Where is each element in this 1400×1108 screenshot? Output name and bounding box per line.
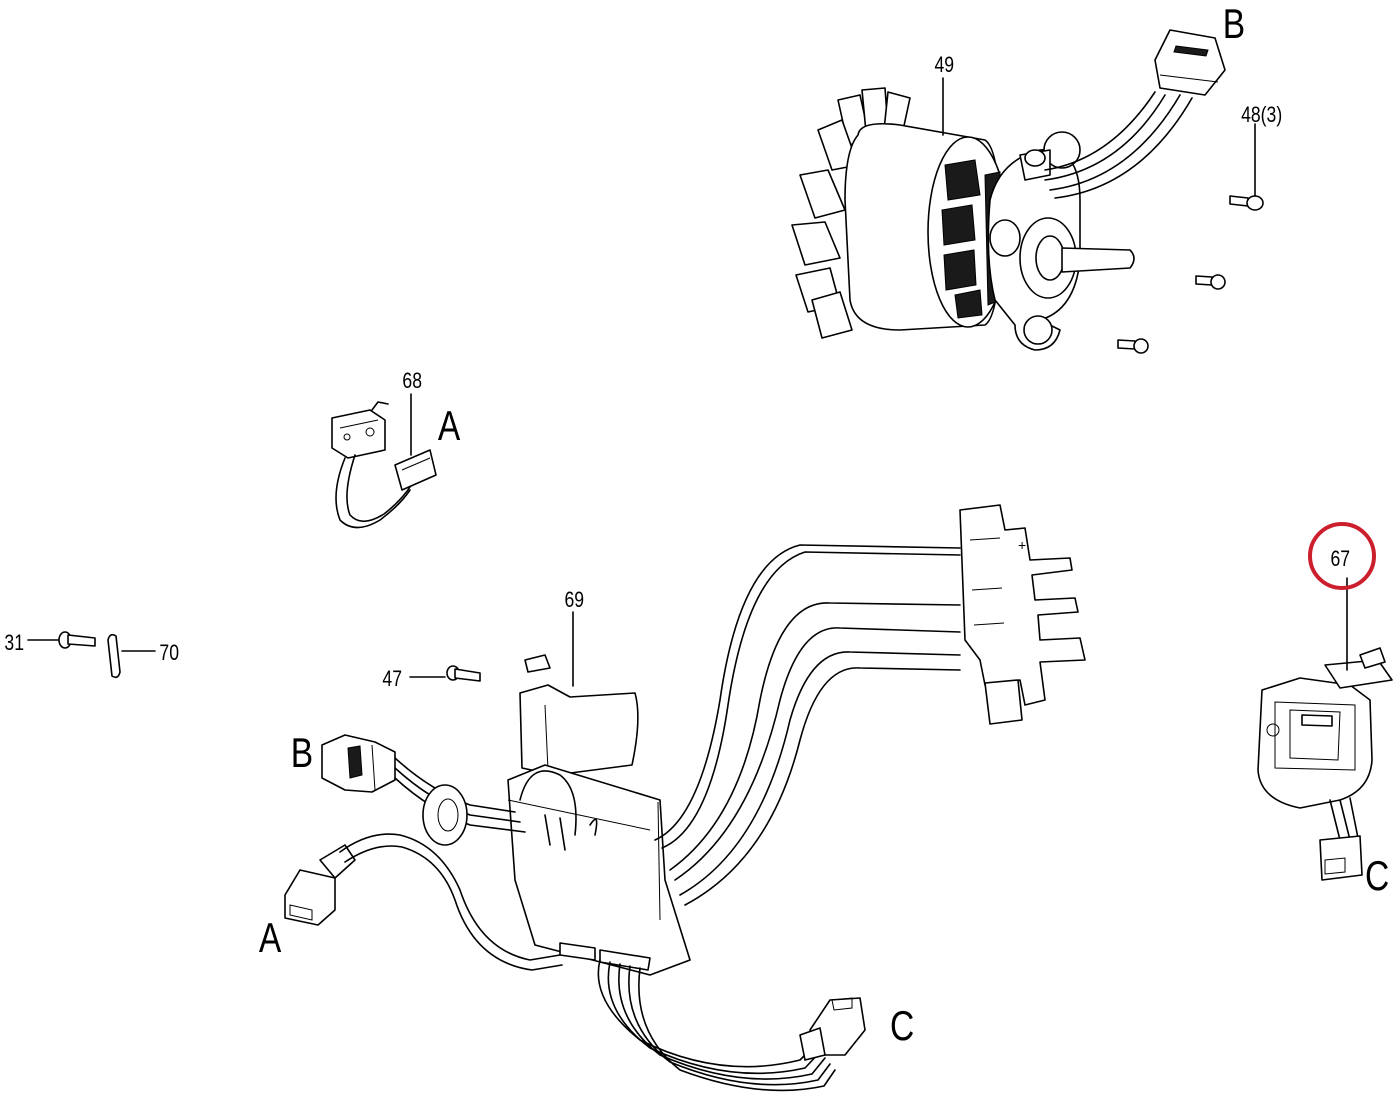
connector-b-top-plug [1154,29,1226,96]
screws-48 [1117,195,1264,354]
label-68: 68 [402,369,422,393]
svg-text:+: + [1018,537,1026,553]
connector-label-c-bottom: C [890,1004,914,1050]
label-49: 49 [934,53,954,77]
washer-70 [107,633,121,679]
stator-windings [941,159,1001,319]
ferrite-ring [422,784,468,846]
label-47: 47 [382,667,402,691]
label-70: 70 [159,641,179,665]
label-69: 69 [564,588,584,612]
connector-label-b-top: B [1223,2,1245,48]
connector-c-bottom-plug [799,997,866,1061]
connector-label-b-left: B [291,731,313,777]
micro-switch-68 [331,401,437,529]
label-67: 67 [1330,547,1350,571]
harness-wires [654,544,961,906]
connector-label-a-top: A [438,404,461,450]
motor-assembly [791,29,1226,351]
battery-terminal-block: + [959,504,1086,725]
connector-b-left-plug [321,734,396,793]
screw-47 [446,665,481,682]
screw-31 [58,631,96,649]
label-31: 31 [4,631,24,655]
highlight-circle-67 [1308,522,1376,590]
connector-label-a-left: A [259,916,282,962]
connector-label-c-right: C [1365,854,1389,900]
switch-module-67 [1257,647,1393,881]
control-module-69 [507,654,691,976]
motor-fan [791,87,911,339]
label-48: 48(3) [1241,103,1282,127]
connector-a-left-plug [284,844,356,926]
